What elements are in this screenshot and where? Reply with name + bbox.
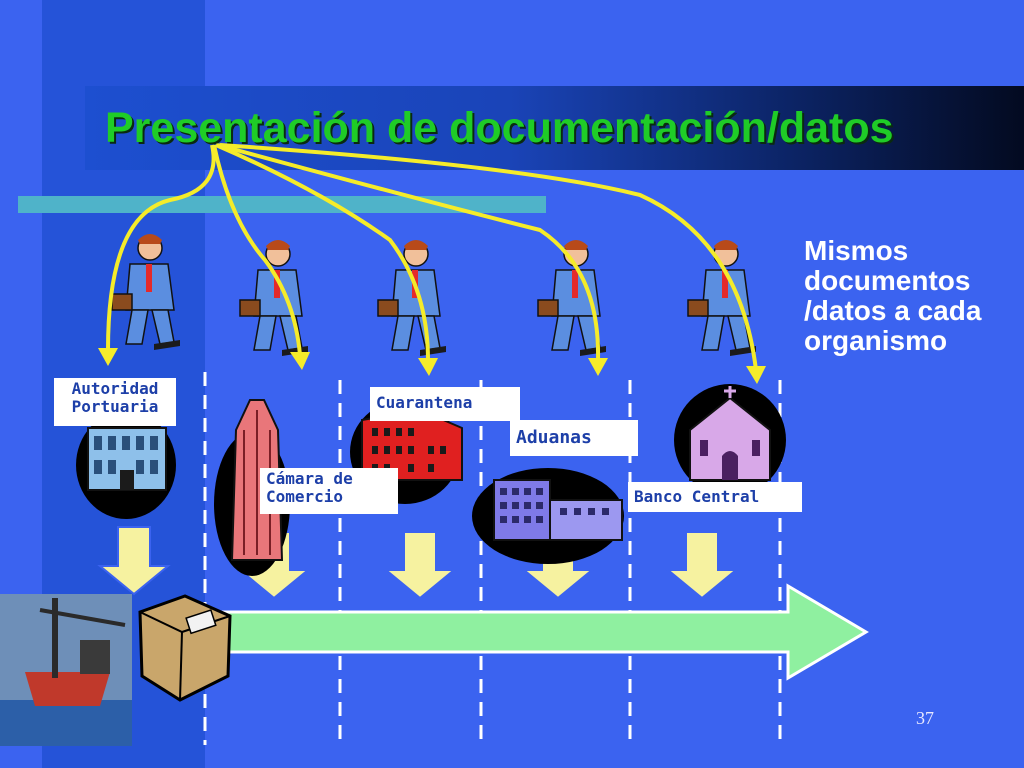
- connector-curves: [106, 143, 758, 371]
- connector-2: [212, 144, 302, 356]
- flow-arrow: [198, 583, 869, 681]
- connector-1: [106, 144, 216, 351]
- businessman-icon: [111, 234, 180, 350]
- church-building-icon: [674, 384, 786, 496]
- down-arrow-1: [97, 526, 171, 596]
- office-building-icon: [472, 468, 624, 564]
- connector-5: [219, 143, 758, 371]
- businessman-figures: [111, 234, 756, 356]
- side-note: Mismos documentos /datos a cada organism…: [804, 235, 982, 356]
- org-label-central-bank: Banco Central: [628, 482, 802, 512]
- package-box-icon: [138, 594, 232, 702]
- org-label-customs: Aduanas: [510, 420, 638, 456]
- port-authority-building-icon: [76, 411, 176, 519]
- down-arrows: [97, 526, 739, 600]
- businessman-icon: [687, 240, 756, 356]
- org-label-chamber-of-commerce: Cámara de Comercio: [260, 468, 398, 514]
- businessman-icon: [537, 240, 606, 356]
- org-label-port-authority: Autoridad Portuaria: [54, 378, 176, 426]
- connector-3: [215, 143, 430, 361]
- connector-4: [217, 143, 601, 361]
- down-arrow-3: [383, 531, 457, 600]
- connector-arrowheads: [98, 348, 766, 384]
- ship-crane-icon: [0, 594, 132, 746]
- page-number: 37: [916, 708, 934, 728]
- org-label-quarantine: Cuarantena: [370, 387, 520, 421]
- slide-title: Presentación de documentación/datos: [105, 104, 894, 152]
- businessman-icon: [377, 240, 446, 356]
- down-arrow-5: [665, 531, 739, 600]
